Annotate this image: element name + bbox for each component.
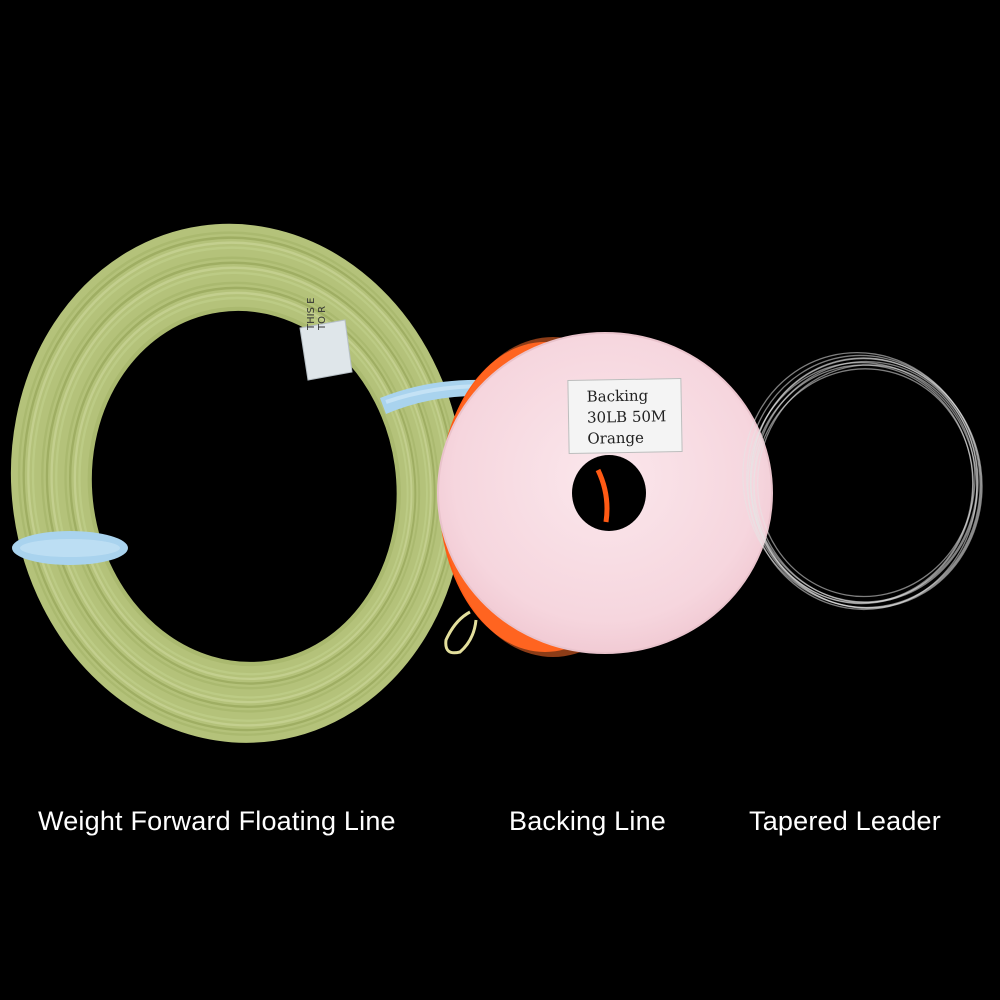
line-end-loop (444, 610, 478, 655)
leader-loop (753, 368, 974, 605)
coil-ring (87, 306, 401, 667)
coil-rings (10, 223, 465, 743)
caption-backing-line: Backing Line (509, 806, 667, 836)
coil-band-left (12, 531, 128, 565)
leader-loop (749, 357, 983, 609)
spool-hole (572, 455, 646, 531)
leader-loop (756, 364, 976, 598)
leader-loop (747, 361, 978, 611)
caption-tapered-leader: Tapered Leader (749, 806, 941, 836)
caption-floating-line: Weight Forward Floating Line (38, 806, 396, 836)
spool-label-line-1: Backing (586, 386, 649, 406)
spool-label: Backing 30LB 50M Orange (567, 378, 683, 454)
coil-tag (299, 319, 353, 381)
spool-label-line-3: Orange (587, 428, 645, 448)
coil-tag-text: THIS E TO R (306, 297, 328, 330)
spool-label-line-2: 30LB 50M (586, 407, 667, 427)
tapered-leader-coil (742, 351, 983, 611)
fly-line-coil (10, 223, 490, 743)
